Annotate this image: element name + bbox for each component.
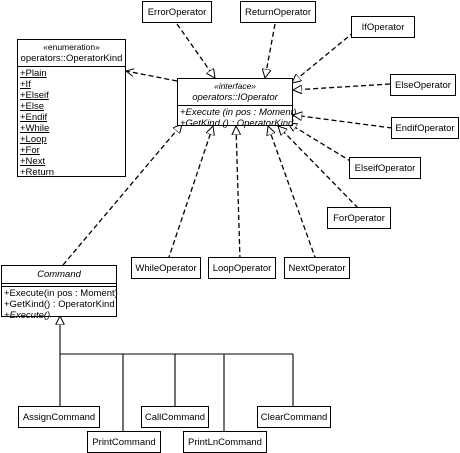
ioperator-name: operators::IOperator [192, 92, 278, 103]
ioperator-interface: «interface» operators::IOperator +Execut… [177, 78, 296, 129]
edge-for-to-ioperator [278, 126, 359, 209]
ioperator-stereotype: «interface» [213, 81, 257, 91]
literal-elseif: +Elseif [20, 90, 49, 101]
operator-kind-header: «enumeration» operators::OperatorKind [18, 40, 125, 67]
literal-if: +If [20, 79, 31, 90]
edge-endif-to-ioperator [293, 115, 393, 129]
error-operator-class: ErrorOperator [142, 1, 212, 23]
loop-operator-class: LoopOperator [208, 257, 276, 279]
command-class: Command +Execute(in pos : Moment) +GetKi… [1, 265, 118, 321]
edge-return-to-ioperator [265, 23, 276, 78]
ioperator-header: «interface» operators::IOperator [178, 79, 292, 106]
edge-error-to-ioperator [176, 23, 215, 78]
edge-command-to-ioperator [62, 124, 182, 266]
ioperator-operations: +Execute (in pos : Moment) +GetKind () :… [178, 106, 297, 130]
return-operator-class: ReturnOperator [240, 1, 316, 23]
literal-plain: +Plain [20, 68, 47, 79]
operator-kind-literals: +Plain +If +Elseif +Else +Endif +While +… [18, 67, 125, 179]
edge-if-to-ioperator [292, 31, 355, 83]
edge-next-to-ioperator [268, 126, 317, 261]
literal-while: +While [20, 123, 50, 134]
edge-ioperator-to-kind [126, 71, 178, 82]
for-operator-class: ForOperator [327, 207, 391, 229]
elseif-operator-class: ElseifOperator [349, 157, 421, 179]
command-op-execute-pos: +Execute(in pos : Moment) [4, 288, 118, 299]
edge-while-to-ioperator [167, 126, 213, 261]
literal-return: +Return [20, 167, 55, 178]
command-name: Command [37, 269, 81, 280]
command-op-execute: +Execute() [4, 310, 51, 321]
operator-kind-stereotype: «enumeration» [43, 42, 100, 52]
command-header: Command [2, 266, 116, 284]
literal-next: +Next [20, 156, 46, 167]
literal-for: +For [20, 145, 40, 156]
edge-else-to-ioperator [293, 83, 391, 90]
literal-loop: +Loop [20, 134, 47, 145]
operator-kind-enum: «enumeration» operators::OperatorKind +P… [17, 39, 126, 179]
command-operations: +Execute(in pos : Moment) +GetKind() : O… [2, 286, 118, 322]
ioperator-op-execute: +Execute (in pos : Moment) [180, 107, 297, 118]
edge-elseif-to-ioperator [288, 123, 353, 163]
print-command-class: PrintCommand [87, 431, 161, 453]
println-command-class: PrintLnCommand [183, 431, 267, 453]
ioperator-op-getkind: +GetKind () : OperatorKind [180, 118, 294, 129]
literal-endif: +Endif [20, 112, 48, 123]
operator-kind-name: operators::OperatorKind [20, 53, 123, 64]
if-operator-class: IfOperator [351, 16, 415, 38]
else-operator-class: ElseOperator [390, 74, 456, 96]
assign-command-class: AssignCommand [18, 406, 100, 428]
clear-command-class: ClearCommand [257, 406, 331, 428]
edge-loop-to-ioperator [236, 126, 240, 261]
call-command-class: CallCommand [141, 406, 209, 428]
literal-else: +Else [20, 101, 45, 112]
while-operator-class: WhileOperator [131, 257, 201, 279]
next-operator-class: NextOperator [284, 257, 350, 279]
endif-operator-class: EndifOperator [391, 117, 459, 139]
command-op-getkind: +GetKind() : OperatorKind [4, 299, 115, 310]
